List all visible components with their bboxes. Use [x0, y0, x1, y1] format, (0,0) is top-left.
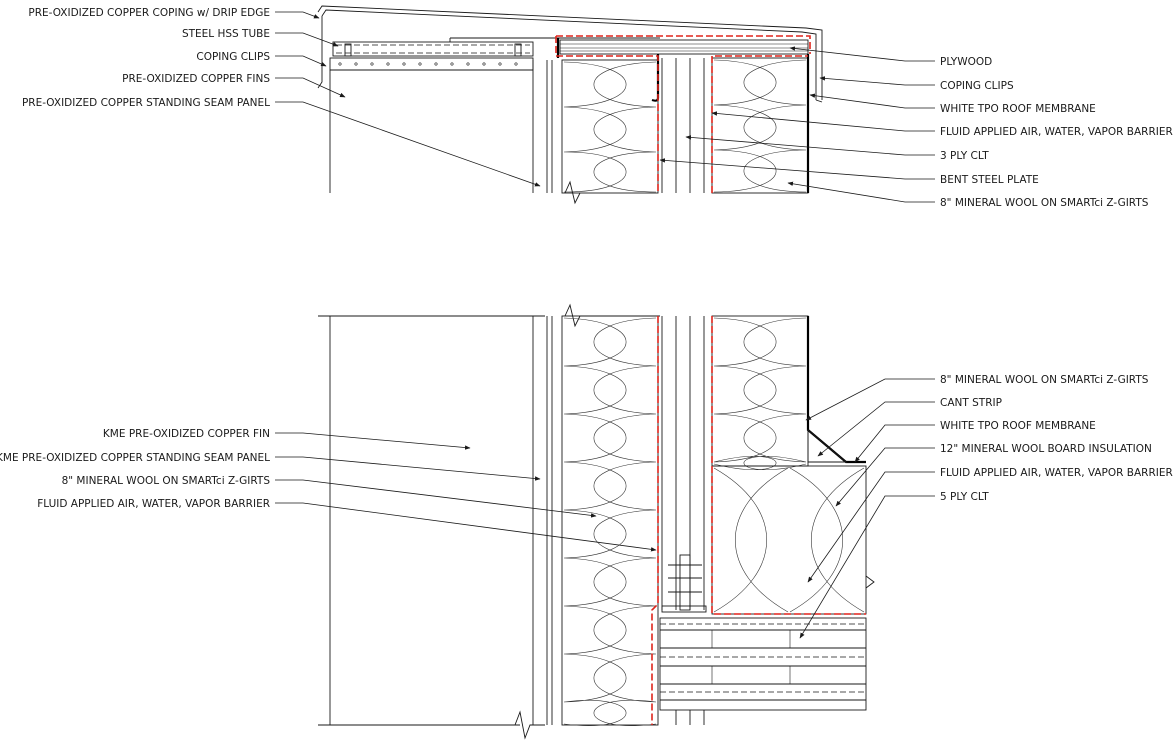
wool-hatch: [563, 61, 657, 193]
top-left-labels: PRE-OXIDIZED COPPER COPING w/ DRIP EDGE …: [22, 7, 270, 109]
label-mineral-wool-left: 8" MINERAL WOOL ON SMARTci Z-GIRTS: [62, 475, 271, 487]
board-insulation-pattern: [713, 467, 865, 613]
clip-fastener: [434, 62, 438, 66]
bottom-right-leaders: [799, 378, 935, 639]
clip-fastener: [354, 62, 358, 66]
mineral-wool-outer: [561, 59, 659, 194]
label-air-barrier-top: FLUID APPLIED AIR, WATER, VAPOR BARRIER: [940, 126, 1173, 138]
label-tpo-bottom: WHITE TPO ROOF MEMBRANE: [940, 420, 1096, 432]
clip-fastener: [338, 62, 342, 66]
steel-hss-tube: [332, 41, 534, 57]
wall-clt-lower: [661, 316, 705, 610]
wool-hatch: [563, 317, 657, 726]
label-board-insulation: 12" MINERAL WOOL BOARD INSULATION: [940, 443, 1152, 455]
clip-fastener: [466, 62, 470, 66]
label-cant-strip: CANT STRIP: [940, 397, 1002, 409]
top-right-leaders: [659, 46, 935, 203]
five-ply-clt: [659, 617, 867, 725]
label-hss-tube: STEEL HSS TUBE: [182, 28, 270, 40]
label-coping: PRE-OXIDIZED COPPER COPING w/ DRIP EDGE: [28, 7, 270, 19]
z-girt-bracket: [661, 554, 707, 613]
label-bent-steel-plate: BENT STEEL PLATE: [940, 174, 1039, 186]
plywood: [449, 37, 809, 55]
label-coping-clips-right: COPING CLIPS: [940, 80, 1014, 92]
label-air-barrier-bottom: FLUID APPLIED AIR, WATER, VAPOR BARRIER: [940, 467, 1173, 479]
copper-coping: [317, 5, 823, 103]
cant-strip: [807, 429, 848, 463]
standing-seam-panel: [532, 60, 553, 193]
bottom-left-labels: KME PRE-OXIDIZED COPPER FIN KME PRE-OXID…: [0, 428, 270, 510]
top-right-labels: PLYWOOD COPING CLIPS WHITE TPO ROOF MEMB…: [940, 56, 1173, 209]
mineral-wool-lower: [561, 315, 659, 726]
mineral-wool-inner: [711, 57, 809, 194]
bottom-right-labels: 8" MINERAL WOOL ON SMARTci Z-GIRTS CANT …: [940, 374, 1173, 503]
clip-fastener: [498, 62, 502, 66]
clip-fastener: [370, 62, 374, 66]
mineral-wool-pattern-left: [563, 61, 657, 193]
air-barrier-top: [556, 35, 811, 54]
board-wool-hatch: [713, 467, 865, 613]
bent-steel-plate: [651, 54, 660, 102]
label-standing-seam: PRE-OXIDIZED COPPER STANDING SEAM PANEL: [22, 97, 270, 109]
standing-seam-panel-lower: [532, 303, 660, 725]
mineral-wool-pattern-lower: [563, 317, 657, 726]
three-ply-clt: [661, 58, 705, 193]
clip-fastener: [514, 62, 518, 66]
mineral-wool-pattern-inside: [713, 317, 807, 471]
copper-fins: [329, 69, 533, 193]
clip-fastener: [386, 62, 390, 66]
label-kme-standing-seam: KME PRE-OXIDIZED COPPER STANDING SEAM PA…: [0, 452, 270, 464]
label-tpo-top: WHITE TPO ROOF MEMBRANE: [940, 103, 1096, 115]
bottom-detail: [318, 303, 875, 740]
coping-clip-rail: [329, 57, 534, 71]
top-left-leaders: [275, 11, 541, 187]
label-air-barrier-left: FLUID APPLIED AIR, WATER, VAPOR BARRIER: [37, 498, 270, 510]
label-kme-fin: KME PRE-OXIDIZED COPPER FIN: [103, 428, 270, 440]
label-copper-fins: PRE-OXIDIZED COPPER FINS: [122, 73, 270, 85]
label-coping-clips-left: COPING CLIPS: [196, 51, 270, 63]
upper-wool-inside: [711, 315, 809, 467]
wool-hatch: [713, 317, 807, 471]
break-line: [564, 180, 581, 205]
mineral-wool-pattern-right: [713, 59, 807, 193]
clip-fastener: [402, 62, 406, 66]
bottom-left-leaders: [275, 432, 657, 552]
label-5-ply-clt: 5 PLY CLT: [940, 491, 989, 503]
label-3-ply-clt: 3 PLY CLT: [940, 150, 989, 162]
top-detail: [317, 5, 823, 205]
clip-fastener: [450, 62, 454, 66]
tpo-membrane-lower: [806, 316, 866, 464]
label-mineral-wool-top: 8" MINERAL WOOL ON SMARTci Z-GIRTS: [940, 197, 1149, 209]
air-barrier-lower: [651, 316, 659, 725]
clip-fastener: [418, 62, 422, 66]
wool-hatch: [713, 59, 807, 193]
clip-fastener: [482, 62, 486, 66]
copper-fin-lower: [318, 315, 545, 740]
label-plywood: PLYWOOD: [940, 56, 992, 68]
label-mineral-wool-right: 8" MINERAL WOOL ON SMARTci Z-GIRTS: [940, 374, 1149, 386]
